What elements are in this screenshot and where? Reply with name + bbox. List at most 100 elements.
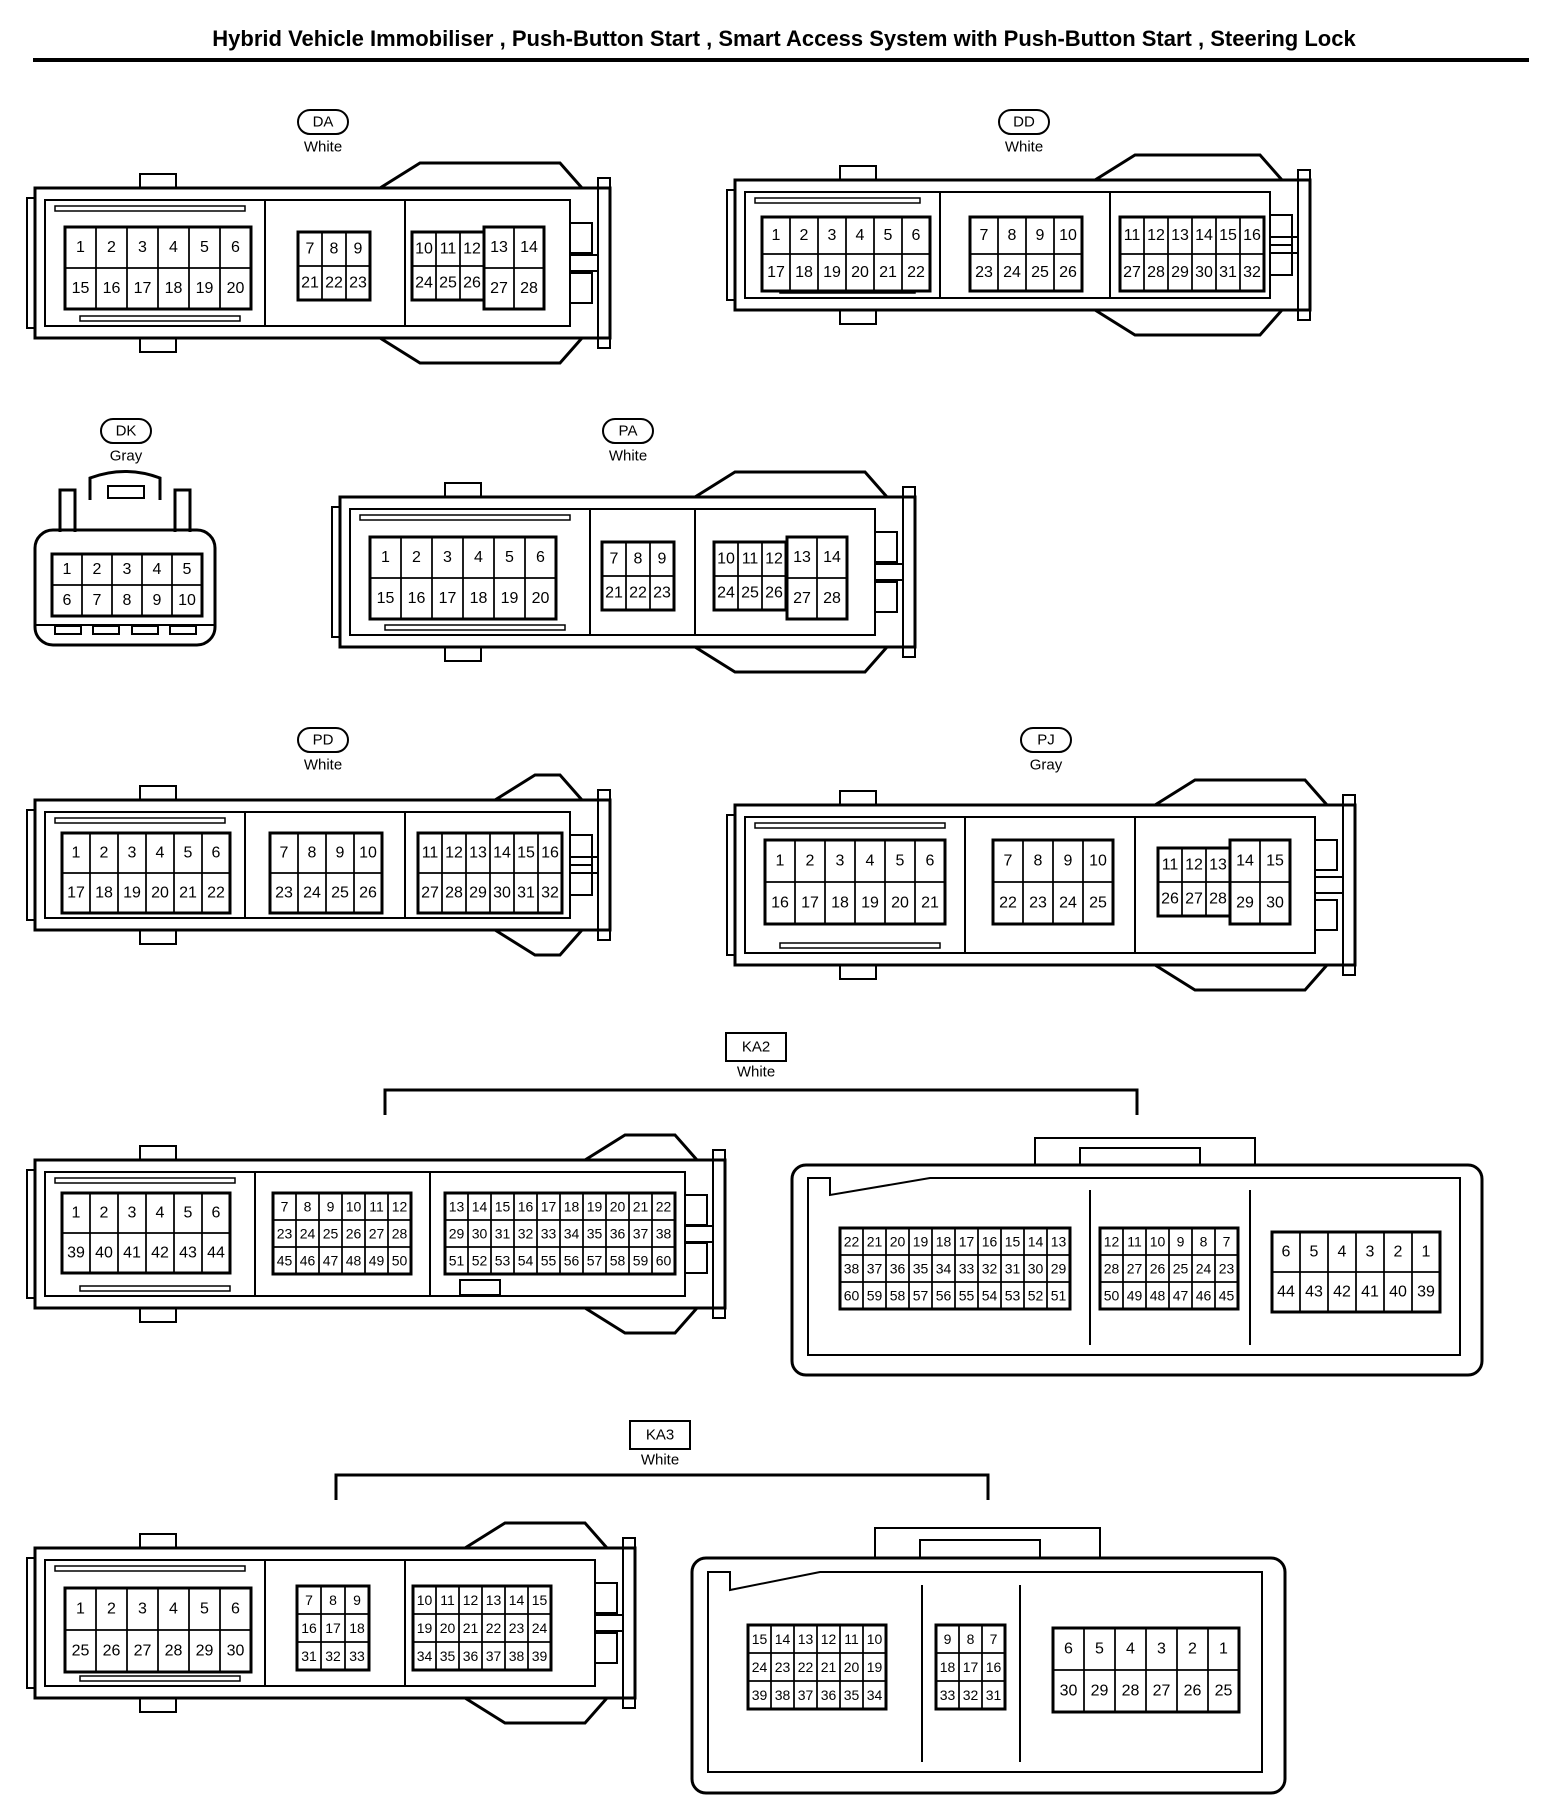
terminal-number: 9 — [1064, 853, 1073, 870]
terminal-number: 2 — [1188, 1641, 1197, 1658]
housing-end-tab — [684, 1242, 708, 1274]
terminal-number: 47 — [323, 1253, 339, 1269]
terminal-number: 29 — [1236, 895, 1254, 912]
terminal-number: 14 — [509, 1592, 525, 1608]
housing-rib — [58, 488, 192, 532]
terminal-number: 5 — [183, 561, 192, 578]
terminal-number: 26 — [765, 585, 783, 602]
terminal-number: 27 — [369, 1226, 385, 1242]
terminal-number: 13 — [798, 1631, 814, 1647]
terminal-number: 8 — [967, 1631, 975, 1647]
terminal-number: 22 — [629, 585, 647, 602]
terminal-number: 30 — [1060, 1683, 1078, 1700]
terminal-number: 22 — [999, 895, 1017, 912]
terminal-cell — [914, 881, 946, 925]
housing-hood — [379, 161, 584, 365]
terminal-number: 23 — [277, 1226, 293, 1242]
housing-slot — [79, 315, 241, 322]
terminal-number: 26 — [359, 885, 377, 902]
terminal-number: 41 — [1361, 1284, 1379, 1301]
terminal-number: 21 — [179, 885, 197, 902]
terminal-number: 16 — [103, 280, 121, 297]
connector-code-badge — [602, 418, 654, 444]
terminal-number: 17 — [959, 1234, 975, 1250]
terminal-number: 38 — [656, 1226, 672, 1242]
terminal-number: 6 — [926, 853, 935, 870]
terminal-number: 57 — [913, 1288, 929, 1304]
terminal-number: 34 — [867, 1687, 883, 1703]
terminal-number: 6 — [231, 239, 240, 256]
terminal-number: 14 — [520, 239, 538, 256]
terminal-number: 1 — [1219, 1641, 1228, 1658]
terminal-number: 18 — [795, 264, 813, 281]
terminal-number: 46 — [300, 1253, 316, 1269]
terminal-number: 34 — [936, 1261, 952, 1277]
terminal-number: 42 — [1333, 1284, 1351, 1301]
terminal-cell — [1053, 253, 1083, 292]
connector-code: PA — [619, 423, 638, 440]
terminal-number: 52 — [1028, 1288, 1044, 1304]
housing-lock-tab — [107, 485, 145, 499]
terminal-number: 27 — [793, 590, 811, 607]
terminal-number: 6 — [63, 592, 72, 609]
terminal-number: 35 — [587, 1226, 603, 1242]
terminal-number: 26 — [1161, 891, 1179, 908]
terminal-number: 18 — [165, 280, 183, 297]
housing-end-tab — [569, 222, 593, 254]
housing-end-rail — [622, 1537, 636, 1709]
terminal-number: 58 — [890, 1288, 906, 1304]
housing-slot — [79, 1675, 241, 1682]
terminal-cell — [171, 584, 203, 617]
terminal-cell — [1259, 881, 1291, 925]
terminal-number: 21 — [301, 275, 319, 292]
terminal-number: 18 — [564, 1199, 580, 1215]
terminal-number: 18 — [940, 1659, 956, 1675]
terminal-number: 32 — [982, 1261, 998, 1277]
terminal-number: 21 — [821, 1659, 837, 1675]
terminal-number: 8 — [329, 1592, 337, 1608]
terminal-number: 23 — [1219, 1261, 1235, 1277]
terminal-number: 3 — [138, 239, 147, 256]
terminal-number: 14 — [823, 549, 841, 566]
terminal-number: 3 — [836, 853, 845, 870]
terminal-number: 28 — [520, 280, 538, 297]
terminal-number: 24 — [415, 275, 433, 292]
terminal-number: 38 — [775, 1687, 791, 1703]
terminal-number: 11 — [440, 1592, 455, 1608]
connector-code: DK — [116, 423, 137, 440]
terminal-number: 32 — [325, 1648, 341, 1664]
terminal-number: 48 — [1150, 1288, 1166, 1304]
housing-slot — [754, 822, 946, 829]
terminal-number: 23 — [975, 264, 993, 281]
terminal-number: 13 — [1171, 227, 1189, 244]
terminal-number: 21 — [921, 895, 939, 912]
terminal-number: 40 — [1389, 1284, 1407, 1301]
terminal-number: 3 — [123, 561, 132, 578]
terminal-number: 26 — [103, 1643, 121, 1660]
terminal-number: 16 — [982, 1234, 998, 1250]
terminal-number: 33 — [349, 1648, 365, 1664]
housing-latch — [919, 1539, 1041, 1559]
housing-slot — [54, 817, 226, 824]
housing-foot — [92, 625, 120, 635]
terminal-number: 33 — [959, 1261, 975, 1277]
connector-code-box — [725, 1032, 787, 1062]
terminal-number: 12 — [765, 551, 783, 568]
terminal-number: 9 — [336, 845, 345, 862]
housing-latch — [139, 929, 177, 945]
terminal-number: 60 — [844, 1288, 860, 1304]
terminal-number: 56 — [936, 1288, 952, 1304]
terminal-number: 7 — [1223, 1234, 1231, 1250]
terminal-number: 12 — [463, 1592, 479, 1608]
terminal-number: 2 — [800, 227, 809, 244]
terminal-number: 12 — [1147, 227, 1165, 244]
terminal-number: 2 — [806, 853, 815, 870]
housing-hood — [1154, 778, 1329, 992]
housing-foot — [169, 625, 197, 635]
terminal-number: 2 — [107, 1601, 116, 1618]
terminal-number: 32 — [1243, 264, 1261, 281]
terminal-number: 58 — [610, 1253, 626, 1269]
terminal-number: 59 — [633, 1253, 649, 1269]
